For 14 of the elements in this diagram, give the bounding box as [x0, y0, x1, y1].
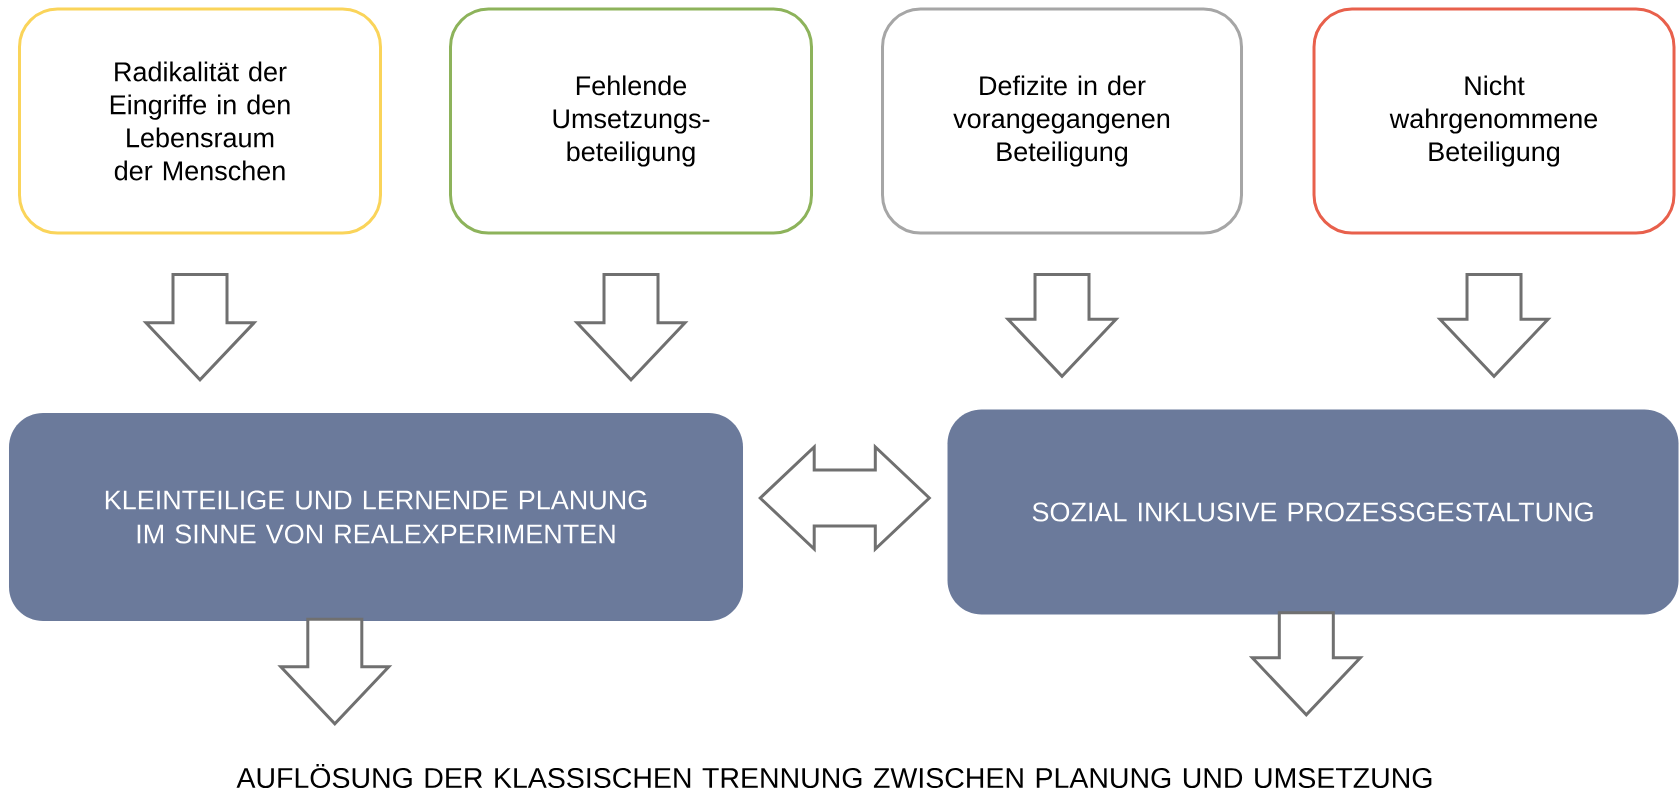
top-box: Radikalität der Eingriffe in den Lebensraum der Menschen	[18, 7, 382, 235]
block-arrow	[142, 273, 258, 382]
top-box: Fehlende Umsetzungs-beteiligung	[449, 7, 813, 235]
block-arrow	[1436, 273, 1552, 379]
block-arrow	[277, 617, 393, 726]
block-arrow	[1248, 611, 1364, 717]
block-arrow	[1004, 273, 1120, 379]
process-box: KLEINTEILIGE UND LERNENDE PLANUNG IM SINNE VON REALEXPERIMENTEN	[9, 413, 743, 621]
process-box: SOZIAL INKLUSIVE PROZESSGESTALTUNG	[947, 409, 1679, 615]
top-box: Defizite in der vorangegangenen Beteiligung	[881, 7, 1243, 235]
double-block-arrow	[758, 443, 932, 553]
conclusion-text: AUFLÖSUNG DER KLASSISCHEN TRENNUNG ZWISCHEN PLANUNG UND UMSETZUNG	[236, 763, 1432, 789]
block-arrow	[573, 273, 689, 382]
top-box: Nicht wahrgenommene Beteiligung	[1312, 7, 1676, 235]
